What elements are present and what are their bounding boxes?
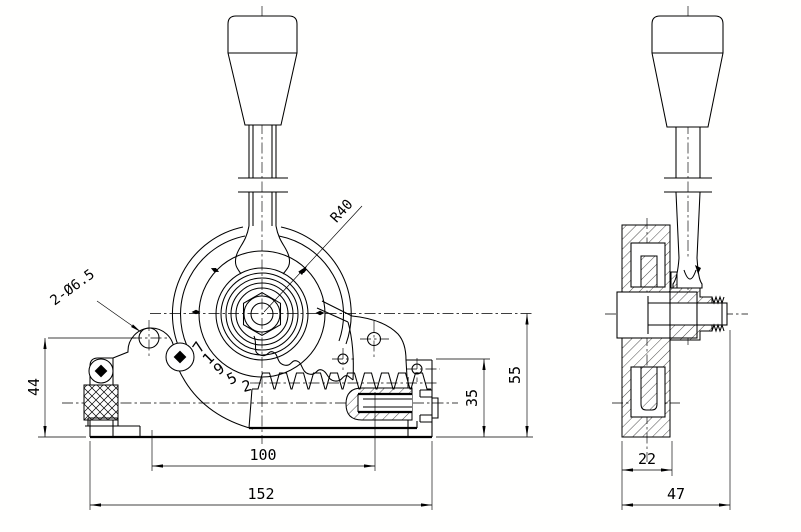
rack-gear [248,372,431,430]
side-knob [651,15,724,128]
dimension-47: 47 [622,330,731,510]
dimension-55: 55 [506,313,529,437]
cable-cylinder [345,387,413,421]
right-block-notches [419,389,432,423]
dimension-100: 100 [151,392,376,471]
mount-hole-left [138,327,160,349]
small-screw [337,353,349,365]
knob-outline [227,15,298,126]
drum-inner-arc-left [180,235,246,347]
dim-55-label: 55 [506,366,524,384]
drum-bore-circle [198,250,326,378]
drum-outer-arc-left [171,226,244,351]
adjuster-hole [411,363,423,375]
screw-center [165,342,195,372]
hex-nut [242,291,282,337]
dim-100-label: 100 [249,446,276,464]
side-lever-shaft [664,127,712,289]
front-centerlines [62,6,533,444]
dim-44-label: 44 [25,378,43,396]
front-knob [227,15,298,126]
lever-flare-right [275,225,291,275]
lower-rod-section [640,366,658,411]
upper-rod-section [640,255,658,288]
flange-upper [669,287,713,304]
dim-35-label: 35 [463,389,481,407]
small-screw-centerlines [332,348,354,370]
dimension-44: 44 [25,337,136,438]
left-hole-centerlines [131,320,167,356]
base-plate-right [337,315,439,437]
base-plate-left [83,327,254,437]
cable-slot-detail [357,394,412,412]
sector-right-edge [347,321,354,381]
side-knob-outline [651,15,724,128]
mount-hole-right [366,331,382,347]
drum-outer-arc-right [280,226,352,345]
arc-label-char: 2 [240,376,253,396]
rack-teeth [252,372,431,390]
screw-left [88,358,114,384]
drum-housing [171,226,352,378]
cable-stub [432,397,439,419]
sector-gear-teeth [253,335,354,382]
front-lever-shaft [234,125,291,275]
drum-inner-arc-right [278,235,345,342]
drum-radius-label: R40 [328,197,357,227]
side-view: 22 47 [605,6,748,510]
dim-47-label: 47 [667,485,685,503]
output-shaft [696,302,728,326]
front-view: 7 1 9 5 2 [25,6,533,510]
sector-gear [253,300,354,382]
adjuster-hole-centerlines [406,358,440,382]
shaft-break-lines [238,177,288,193]
dim-152-label: 152 [247,485,274,503]
rubber-foot [83,384,141,437]
flange-lower [669,324,713,341]
knurl-upper [711,295,725,305]
dimension-35: 35 [436,358,533,438]
pivot-shaft-section [669,287,728,341]
right-tab-lobe [351,315,408,378]
callout-mount-holes: 2-Ø6.5 [47,266,142,333]
knurl-lower [711,323,725,333]
mount-holes-label: 2-Ø6.5 [47,266,97,309]
dimension-22: 22 [621,441,673,510]
cable-slot-borders [358,392,412,414]
lever-flare-left [234,225,250,275]
hub-bore-detail [647,292,697,338]
right-hole-centerlines [360,321,389,357]
clamp-bolt-section [670,271,678,289]
side-shaft-break-lines [664,177,712,193]
arc-label: 7 1 9 5 2 [189,338,253,396]
hub-circles [215,267,309,361]
dimension-152: 152 [89,441,433,510]
boot-inner-curve [683,269,697,280]
dim-22-label: 22 [638,450,656,468]
sector-edge-lines [316,300,353,323]
rack-bar-edges [248,388,418,429]
boot-section-wedge [695,265,701,274]
